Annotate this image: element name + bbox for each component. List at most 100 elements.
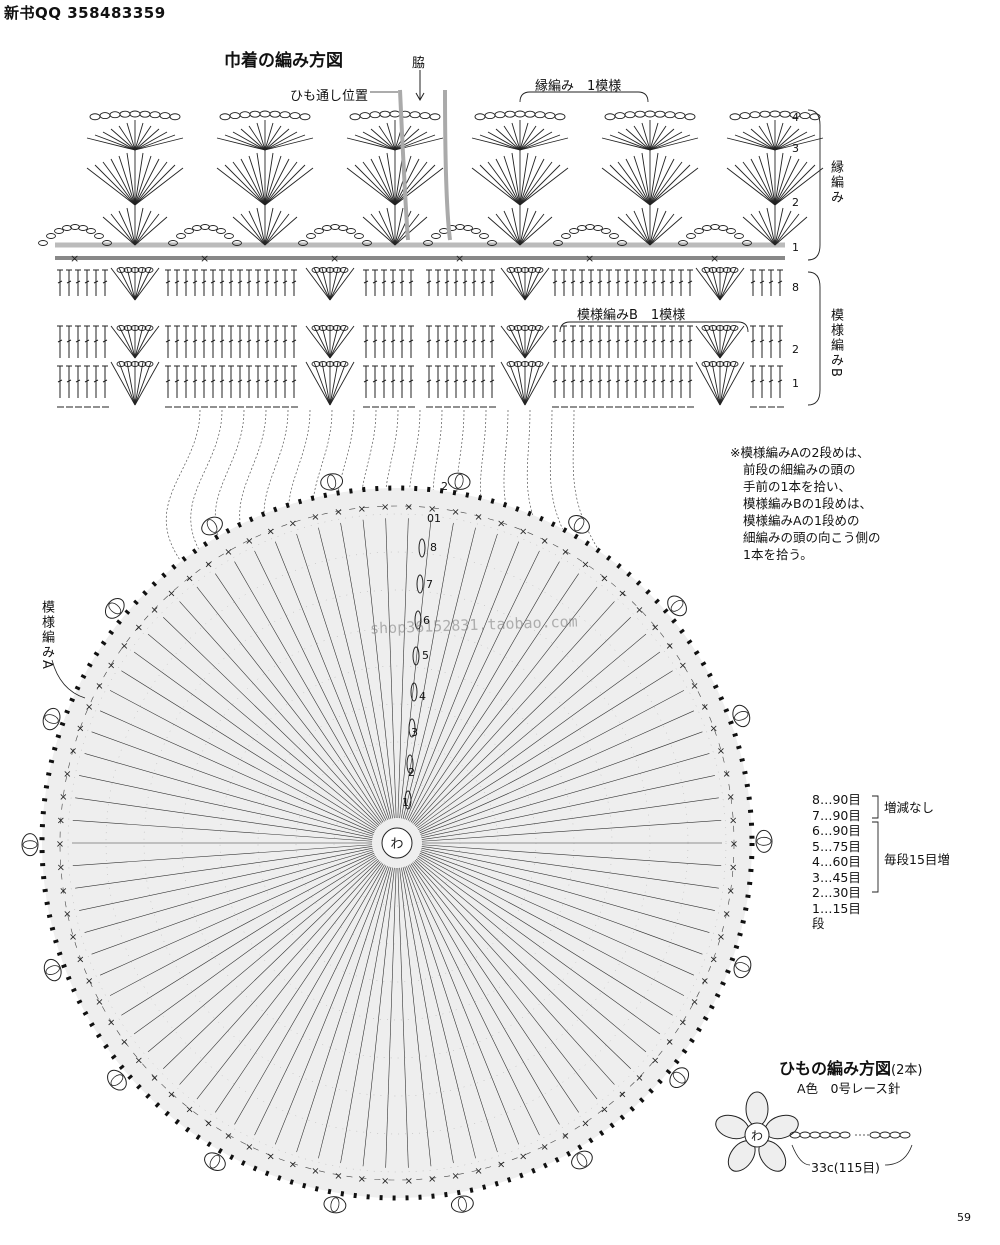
stitch <box>453 280 459 284</box>
bobble <box>327 474 337 490</box>
fan-stitch <box>329 267 339 301</box>
chain <box>123 361 133 367</box>
edge-stitch <box>649 216 683 246</box>
fan-stitch <box>329 361 339 406</box>
chain <box>137 325 147 331</box>
x-stitch: × <box>289 1160 297 1171</box>
stitch <box>201 280 207 284</box>
x-stitch: × <box>727 792 735 803</box>
spoke <box>421 844 722 866</box>
edge-stitch <box>511 122 521 151</box>
edge-stitch <box>649 155 667 206</box>
edge-stitch <box>118 125 136 151</box>
edge-stitch <box>519 164 561 206</box>
spoke <box>215 863 384 1113</box>
stitch <box>651 280 657 284</box>
fan-stitch <box>516 267 526 301</box>
stitch-count-row: 1…15目 <box>812 900 861 916</box>
chain <box>38 240 48 246</box>
cord-bracket <box>791 1144 913 1166</box>
chain <box>734 233 744 239</box>
stitch-count-unit: 段 <box>812 916 825 931</box>
x-mark: × <box>330 252 339 265</box>
chain <box>431 233 441 239</box>
x-stitch: × <box>358 504 366 515</box>
picot <box>524 110 536 118</box>
connector <box>572 409 606 561</box>
x-stitch: × <box>519 1151 527 1162</box>
edge-stitch <box>256 207 266 246</box>
stitch <box>606 379 612 383</box>
spoke <box>179 861 381 1085</box>
chain <box>325 325 335 331</box>
stitch <box>552 379 558 383</box>
edge-stitch <box>126 207 136 246</box>
chain <box>513 325 523 331</box>
edge-stitch <box>86 167 136 206</box>
cord-chain <box>809 1131 821 1139</box>
edge-stitch <box>511 207 521 246</box>
edge-stitch <box>354 134 396 151</box>
x-stitch: × <box>120 641 128 652</box>
fan-stitch <box>305 267 331 301</box>
stitch <box>264 379 270 383</box>
stitch <box>615 280 621 284</box>
stitch <box>579 339 585 343</box>
round-guide <box>257 703 537 983</box>
round-guide <box>219 665 575 1021</box>
x-mark: × <box>70 252 79 265</box>
edge-stitch <box>264 164 306 206</box>
picot <box>129 110 141 118</box>
picot <box>149 111 161 119</box>
brackets <box>370 91 879 893</box>
stitch-count-row: 5…75目 <box>812 838 861 854</box>
edge-stitch <box>264 134 306 151</box>
stitch <box>651 379 657 383</box>
note-line: 細編みの頭の向こう側の <box>743 530 881 545</box>
spoke <box>409 864 560 1125</box>
edge-stitch <box>726 137 776 151</box>
chain <box>102 240 112 246</box>
edge-stitch <box>264 158 290 206</box>
spoke <box>133 651 377 829</box>
picot <box>614 112 626 120</box>
edge-stitch <box>264 137 314 151</box>
x-stitch: × <box>204 1118 212 1129</box>
picot <box>249 110 261 118</box>
picot <box>809 113 821 121</box>
x-stitch: × <box>57 863 65 874</box>
stitch <box>579 379 585 383</box>
edge-stitch <box>601 167 651 206</box>
chain <box>471 228 481 234</box>
stitch <box>102 339 108 343</box>
x-stitch: × <box>56 839 64 850</box>
edge-stitch <box>649 128 675 151</box>
chain <box>306 233 316 239</box>
picot <box>504 110 516 118</box>
spoke <box>404 533 498 820</box>
edge-stitch <box>519 210 537 246</box>
edge-stitch <box>750 128 776 151</box>
spoke <box>215 573 384 823</box>
edge-stitch <box>378 210 396 246</box>
picot <box>239 111 251 119</box>
edge-stitch <box>248 125 266 151</box>
cord-chain <box>819 1131 831 1139</box>
spoke <box>407 550 540 821</box>
stitch <box>219 339 225 343</box>
fan-stitch <box>134 361 160 406</box>
edge-stitch <box>134 210 152 246</box>
spoke <box>397 518 409 819</box>
x-stitch: × <box>185 1105 193 1116</box>
stitch <box>678 280 684 284</box>
fan-stitch <box>524 267 542 301</box>
picot <box>219 113 231 121</box>
note-line: ※模様編みAの2段めは、 <box>730 445 870 460</box>
chain <box>534 267 544 273</box>
x-stitch: × <box>727 886 735 897</box>
stitch <box>66 339 72 343</box>
edge-stitch <box>264 131 298 151</box>
edge-stitch <box>617 131 651 151</box>
edge-stitch <box>394 164 436 206</box>
picot <box>739 112 751 120</box>
